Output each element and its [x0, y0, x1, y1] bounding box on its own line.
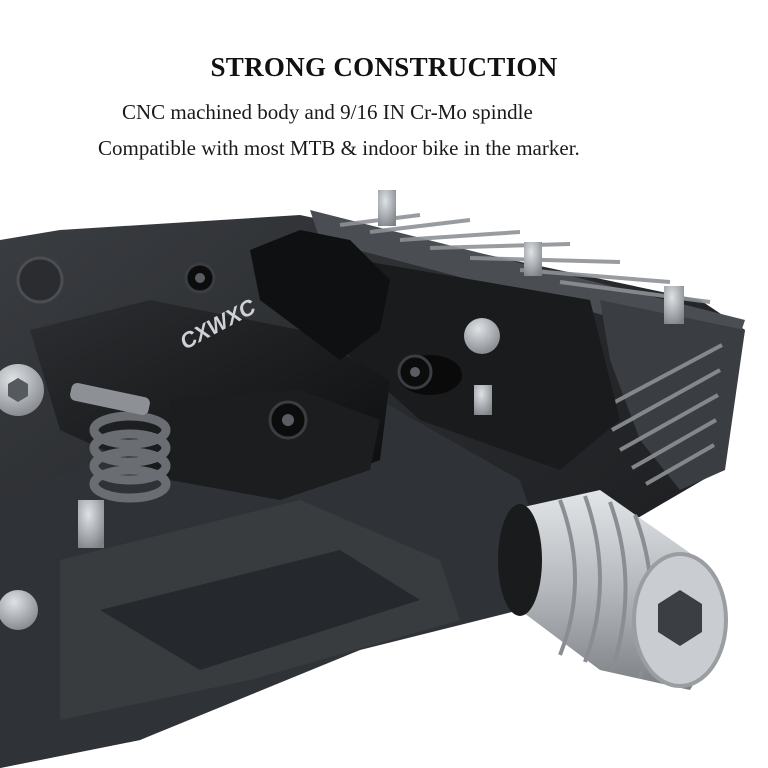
mount-bolt [16, 256, 64, 304]
description-line-2: Compatible with most MTB & indoor bike i… [98, 136, 580, 160]
spring [89, 411, 171, 503]
screws [0, 262, 433, 440]
pedal-grooves [310, 210, 745, 490]
headline: STRONG CONSTRUCTION [210, 52, 558, 82]
axle-spindle [498, 490, 728, 690]
pedal-cavity [320, 255, 620, 470]
traction-pins [0, 190, 684, 630]
description-line-1: CNC machined body and 9/16 IN Cr-Mo spin… [122, 100, 533, 124]
hex-socket [658, 590, 702, 646]
